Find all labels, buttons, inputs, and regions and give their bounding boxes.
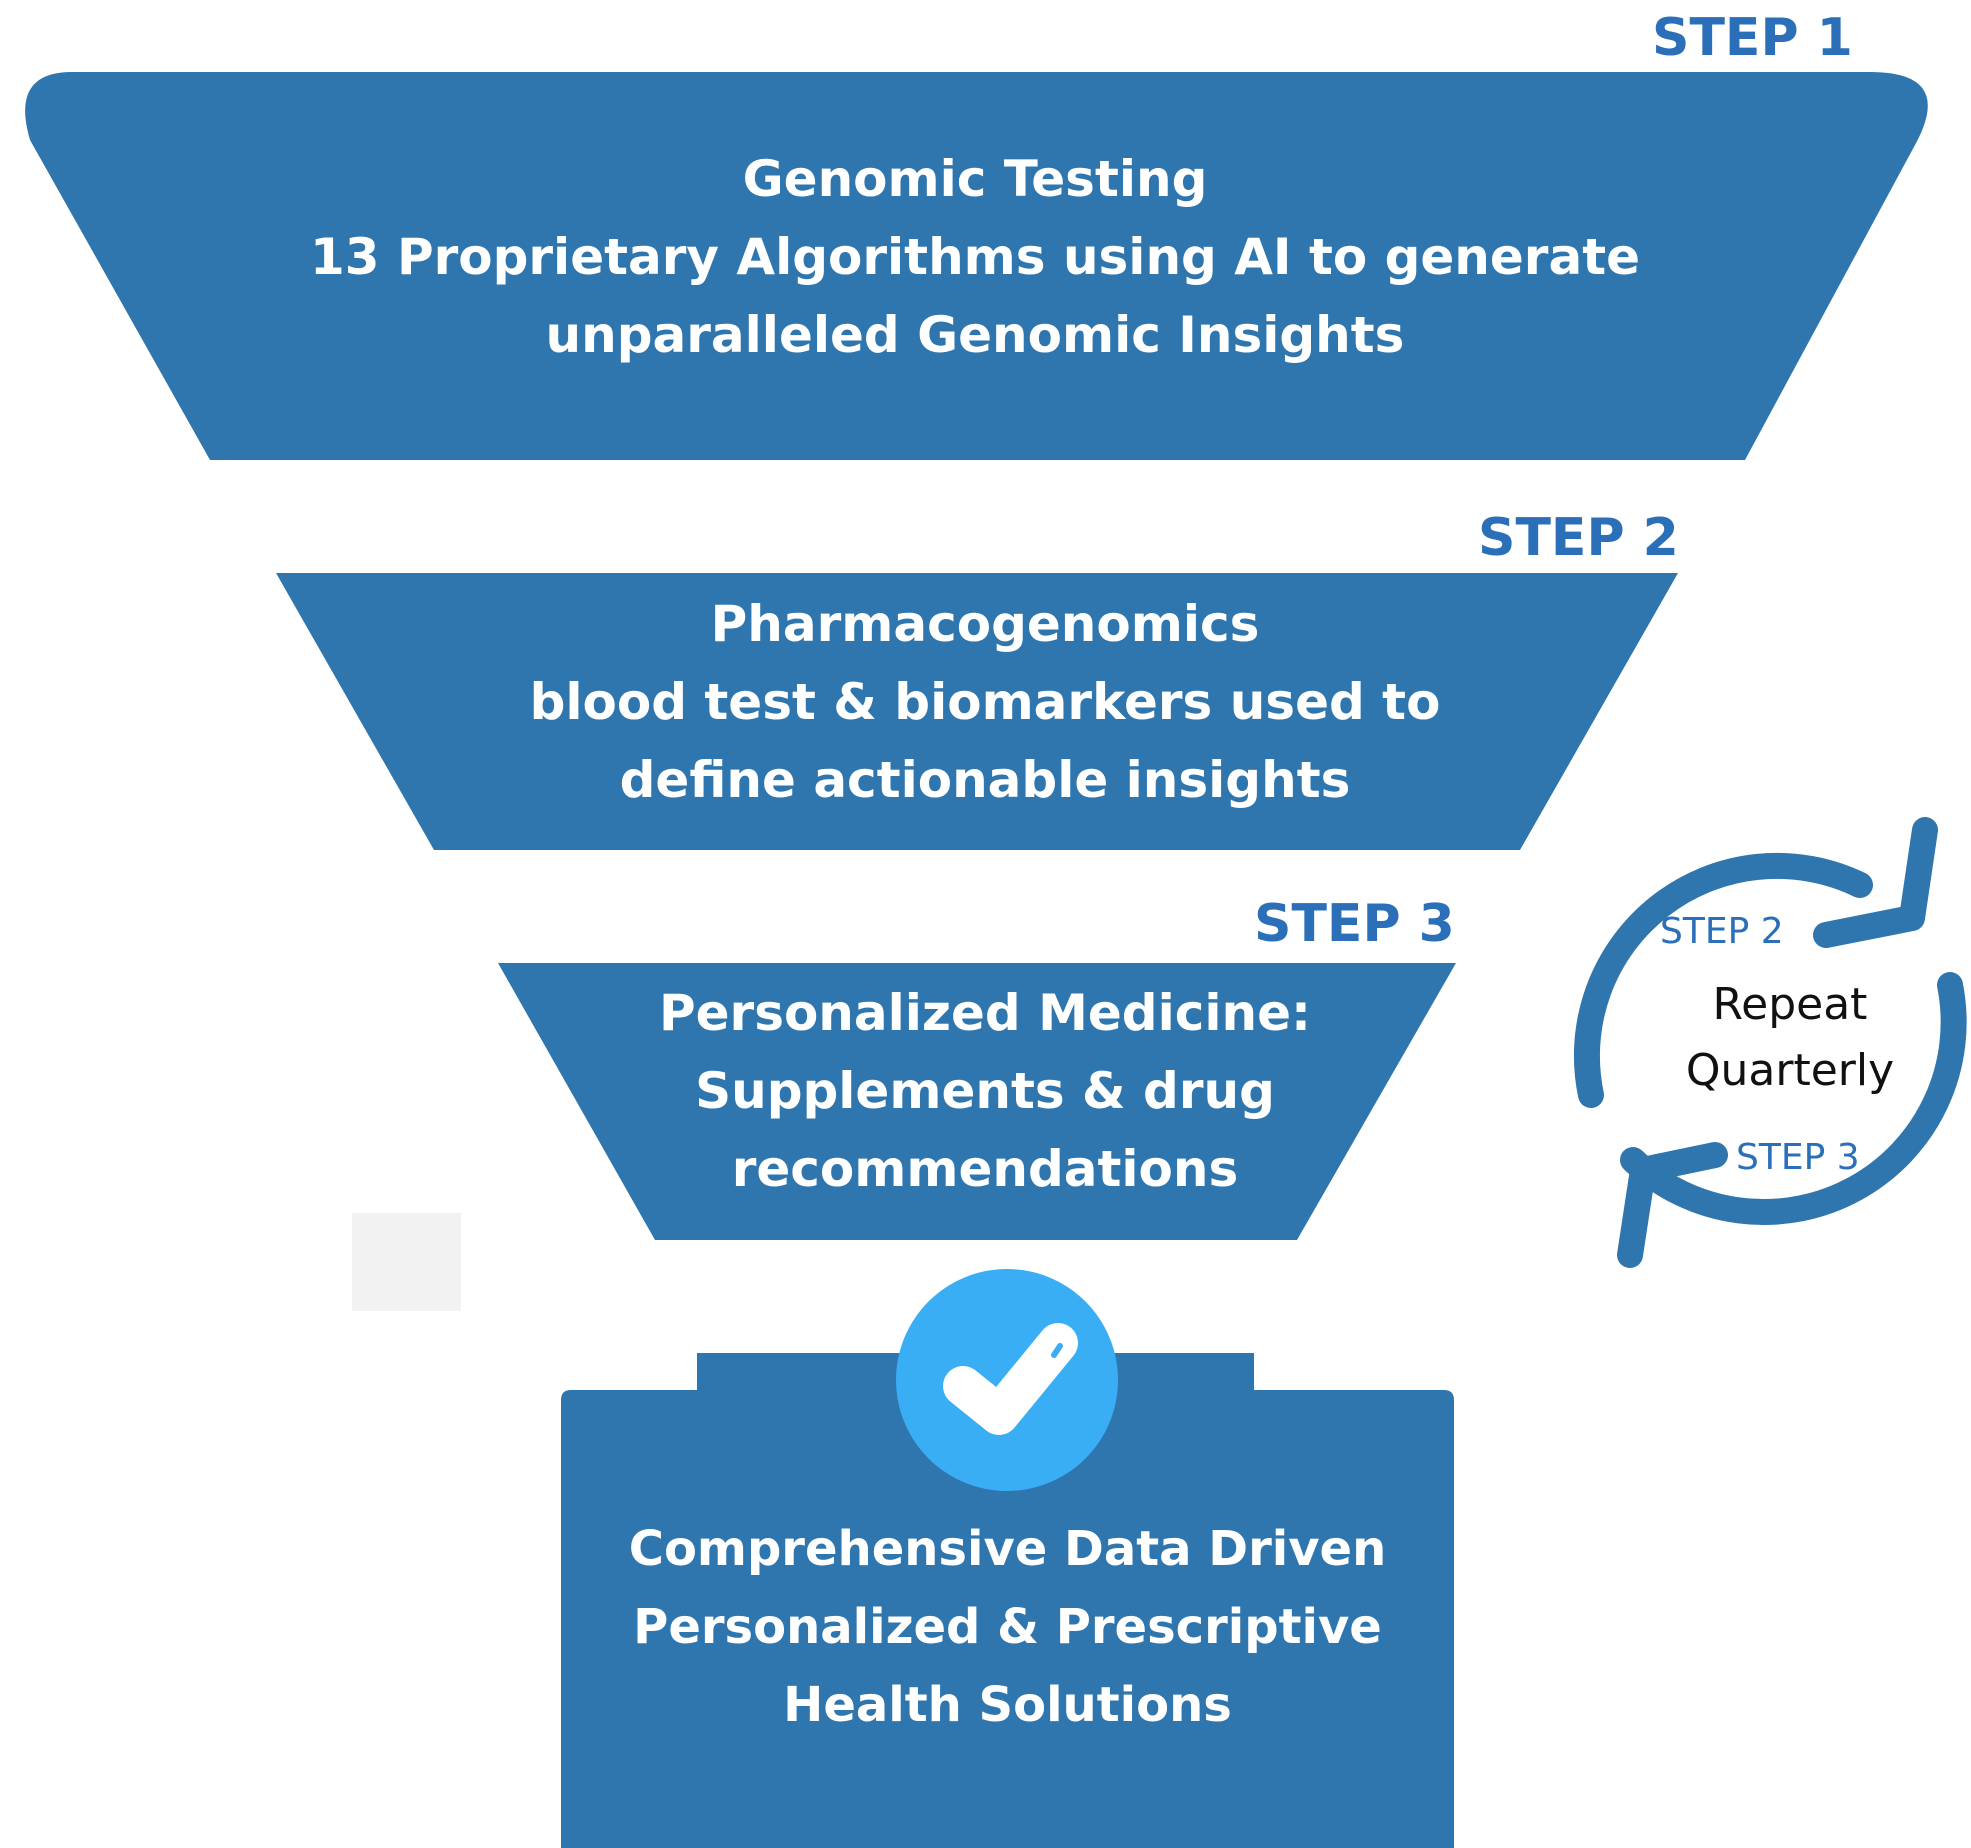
cycle-top-step-label: STEP 2 — [1660, 911, 1784, 952]
step1-text: Genomic Testing 13 Proprietary Algorithm… — [200, 140, 1750, 374]
step3-line3: recommendations — [731, 1140, 1239, 1198]
step2-text: Pharmacogenomics blood test & biomarkers… — [430, 585, 1540, 819]
result-line3: Health Solutions — [783, 1677, 1232, 1733]
placeholder-square — [352, 1213, 461, 1311]
cycle-line2: Quarterly — [1685, 1045, 1895, 1096]
step1-label: STEP 1 — [1652, 8, 1853, 68]
cycle-line1: Repeat — [1712, 979, 1868, 1030]
step3-line2: Supplements & drug — [695, 1062, 1275, 1120]
step2-line3: define actionable insights — [619, 751, 1351, 809]
step1-line2: 13 Proprietary Algorithms using AI to ge… — [309, 228, 1641, 286]
result-line1: Comprehensive Data Driven — [628, 1521, 1387, 1577]
checkmark-icon — [896, 1269, 1118, 1491]
step2-funnel-band — [276, 573, 1678, 850]
cycle-bottom-step-label: STEP 3 — [1736, 1137, 1860, 1178]
step2-label: STEP 2 — [1478, 508, 1679, 568]
cycle-repeat-text: Repeat Quarterly — [1650, 972, 1930, 1104]
step3-label: STEP 3 — [1254, 894, 1455, 954]
step3-funnel-band — [498, 963, 1456, 1240]
step3-title: Personalized Medicine: — [658, 984, 1312, 1042]
step2-title: Pharmacogenomics — [710, 595, 1260, 653]
result-text: Comprehensive Data Driven Personalized &… — [561, 1510, 1454, 1744]
step1-funnel-band — [25, 72, 1928, 460]
step2-line2: blood test & biomarkers used to — [529, 673, 1441, 731]
step1-line3: unparalleled Genomic Insights — [545, 306, 1405, 364]
step1-title: Genomic Testing — [742, 150, 1208, 208]
cycle-arrows-icon — [1573, 817, 1967, 1268]
result-line2: Personalized & Prescriptive — [633, 1599, 1382, 1655]
step3-text: Personalized Medicine: Supplements & dru… — [600, 974, 1370, 1208]
result-box — [561, 1353, 1454, 1848]
